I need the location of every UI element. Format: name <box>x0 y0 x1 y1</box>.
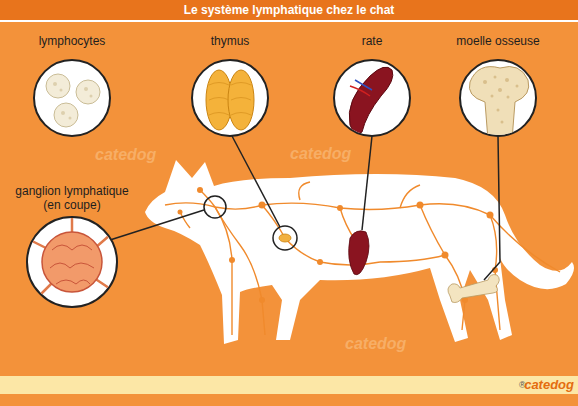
organ-label: thymus <box>175 34 285 48</box>
organ-label: ganglion lymphatique (en coupe) <box>10 184 134 212</box>
watermark: catedog <box>345 335 406 353</box>
brand-logo: catedog <box>524 377 574 392</box>
organ-label: lymphocytes <box>17 34 127 48</box>
diagram-title: Le système lymphatique chez le chat <box>0 3 578 17</box>
watermark: catedog <box>290 145 351 163</box>
organ-label: rate <box>317 34 427 48</box>
organ-label: moelle osseuse <box>443 34 553 48</box>
watermark: catedog <box>95 146 156 164</box>
